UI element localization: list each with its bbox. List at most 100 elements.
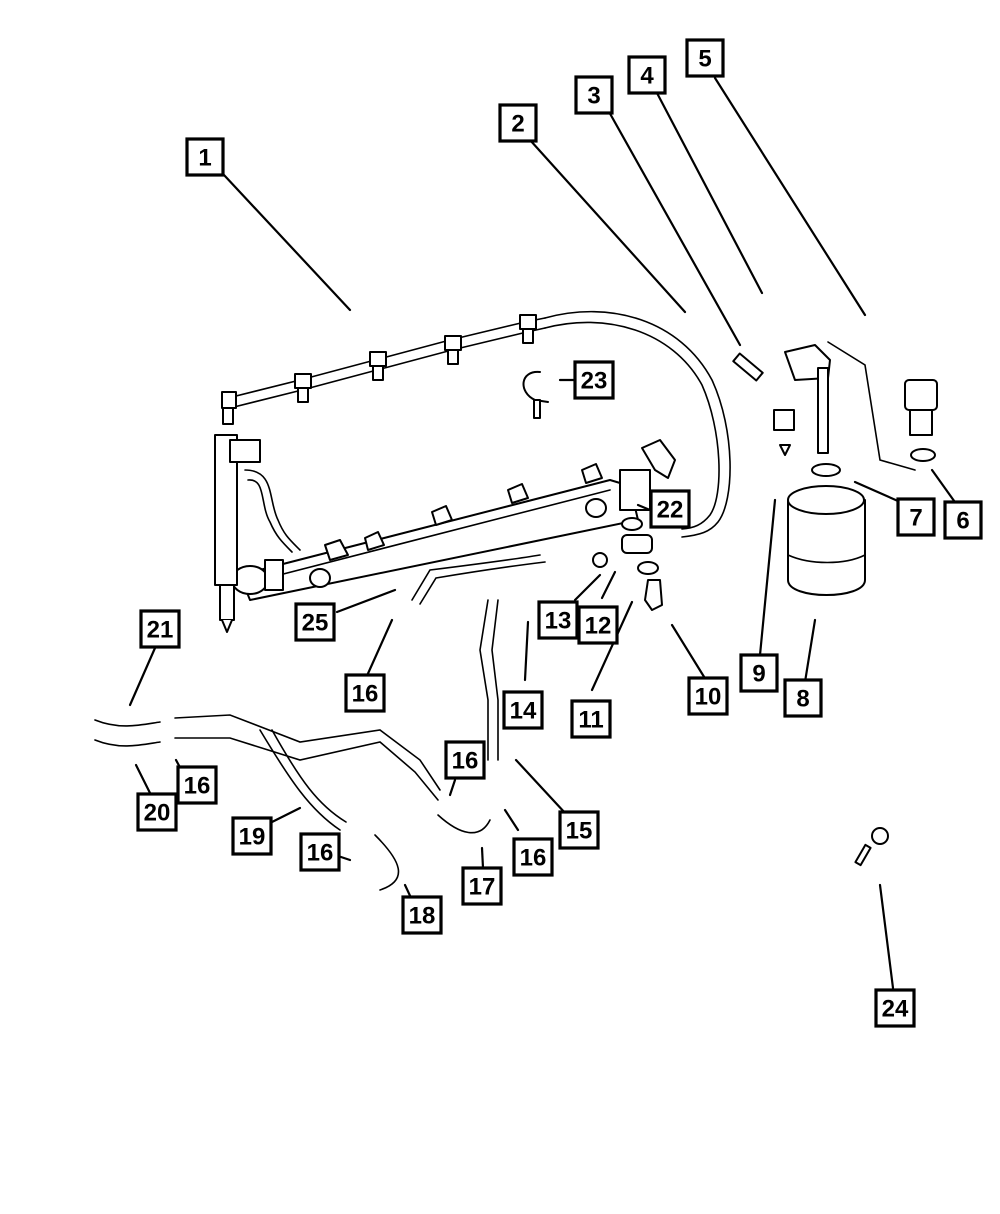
callout-16: 16 bbox=[444, 740, 486, 780]
callout-number: 1 bbox=[198, 145, 211, 172]
callout-box bbox=[739, 653, 779, 693]
callout-box bbox=[498, 103, 538, 143]
callout-box bbox=[649, 489, 691, 529]
callout-box bbox=[176, 765, 218, 805]
callout-4: 4 bbox=[627, 55, 667, 95]
callout-number: 3 bbox=[587, 83, 600, 110]
callout-box bbox=[299, 832, 341, 872]
callout-number: 23 bbox=[581, 368, 608, 395]
callout-number: 7 bbox=[909, 505, 922, 532]
callout-number: 19 bbox=[239, 824, 266, 851]
callout-number: 10 bbox=[695, 684, 722, 711]
callout-box bbox=[461, 866, 503, 906]
callout-5: 5 bbox=[685, 38, 725, 78]
callout-box bbox=[874, 988, 916, 1028]
callout-box bbox=[502, 690, 544, 730]
callout-number: 6 bbox=[956, 508, 969, 535]
callout-2: 2 bbox=[498, 103, 538, 143]
fuel-lines bbox=[94, 599, 499, 891]
callout-1: 1 bbox=[185, 137, 225, 177]
callout-number: 16 bbox=[452, 748, 479, 775]
sensor-part bbox=[773, 341, 916, 471]
callout-number: 12 bbox=[585, 613, 612, 640]
leak-off-line bbox=[221, 314, 546, 425]
return-hose bbox=[544, 310, 731, 538]
callout-18: 18 bbox=[401, 895, 443, 935]
fitting-part bbox=[732, 352, 764, 382]
callout-box bbox=[444, 740, 486, 780]
callout-14: 14 bbox=[502, 690, 544, 730]
callout-box bbox=[896, 497, 936, 537]
callout-box bbox=[943, 500, 983, 540]
callout-box bbox=[577, 605, 619, 645]
callout-number: 9 bbox=[752, 661, 765, 688]
callout-number: 14 bbox=[510, 698, 537, 725]
callout-3: 3 bbox=[574, 75, 614, 115]
callout-box bbox=[512, 837, 554, 877]
callout-number: 8 bbox=[796, 686, 809, 713]
callout-16: 16 bbox=[299, 832, 341, 872]
callout-24: 24 bbox=[874, 988, 916, 1028]
callout-number: 17 bbox=[469, 874, 496, 901]
callout-16: 16 bbox=[512, 837, 554, 877]
callout-box bbox=[570, 699, 612, 739]
callout-13: 13 bbox=[537, 600, 579, 640]
callout-box bbox=[139, 609, 181, 649]
callout-box bbox=[136, 792, 178, 832]
callout-box bbox=[627, 55, 667, 95]
callout-23: 23 bbox=[573, 360, 615, 400]
callout-25: 25 bbox=[294, 602, 336, 642]
callout-number: 20 bbox=[144, 800, 171, 827]
callout-16: 16 bbox=[344, 673, 386, 713]
clip-part bbox=[522, 370, 549, 419]
callout-number: 5 bbox=[698, 46, 711, 73]
callout-15: 15 bbox=[558, 810, 600, 850]
callout-17: 17 bbox=[461, 866, 503, 906]
fuel-rail bbox=[231, 439, 676, 601]
callout-number: 2 bbox=[511, 111, 524, 138]
callout-6: 6 bbox=[943, 500, 983, 540]
hose-25 bbox=[411, 554, 541, 601]
callout-number: 24 bbox=[882, 996, 909, 1023]
callout-box bbox=[401, 895, 443, 935]
callout-number: 13 bbox=[545, 608, 572, 635]
heater-part bbox=[904, 379, 938, 462]
callout-number: 18 bbox=[409, 903, 436, 930]
injector bbox=[214, 434, 301, 633]
callout-box bbox=[573, 360, 615, 400]
callout-9: 9 bbox=[739, 653, 779, 693]
callout-number: 22 bbox=[657, 497, 684, 524]
callout-20: 20 bbox=[136, 792, 178, 832]
callout-number: 25 bbox=[302, 610, 329, 637]
callout-number: 16 bbox=[520, 845, 547, 872]
bolt-part bbox=[854, 827, 889, 867]
callout-number: 16 bbox=[307, 840, 334, 867]
callout-box bbox=[783, 678, 823, 718]
callout-12: 12 bbox=[577, 605, 619, 645]
callout-21: 21 bbox=[139, 609, 181, 649]
callout-number: 4 bbox=[640, 63, 654, 90]
banjo-parts bbox=[592, 517, 663, 611]
callout-7: 7 bbox=[896, 497, 936, 537]
callout-box bbox=[294, 602, 336, 642]
callout-16: 16 bbox=[176, 765, 218, 805]
callout-number: 16 bbox=[184, 773, 211, 800]
callout-19: 19 bbox=[231, 816, 273, 856]
callout-box bbox=[574, 75, 614, 115]
callout-box bbox=[537, 600, 579, 640]
fuel-filter bbox=[787, 463, 866, 596]
callout-number: 11 bbox=[578, 707, 603, 734]
callout-11: 11 bbox=[570, 699, 612, 739]
callout-number: 16 bbox=[352, 681, 379, 708]
callout-number: 15 bbox=[566, 818, 593, 845]
callout-10: 10 bbox=[687, 676, 729, 716]
callout-22: 22 bbox=[649, 489, 691, 529]
callout-box bbox=[231, 816, 273, 856]
callout-box bbox=[685, 38, 725, 78]
callout-box bbox=[344, 673, 386, 713]
callout-box bbox=[185, 137, 225, 177]
callout-8: 8 bbox=[783, 678, 823, 718]
callout-box bbox=[558, 810, 600, 850]
